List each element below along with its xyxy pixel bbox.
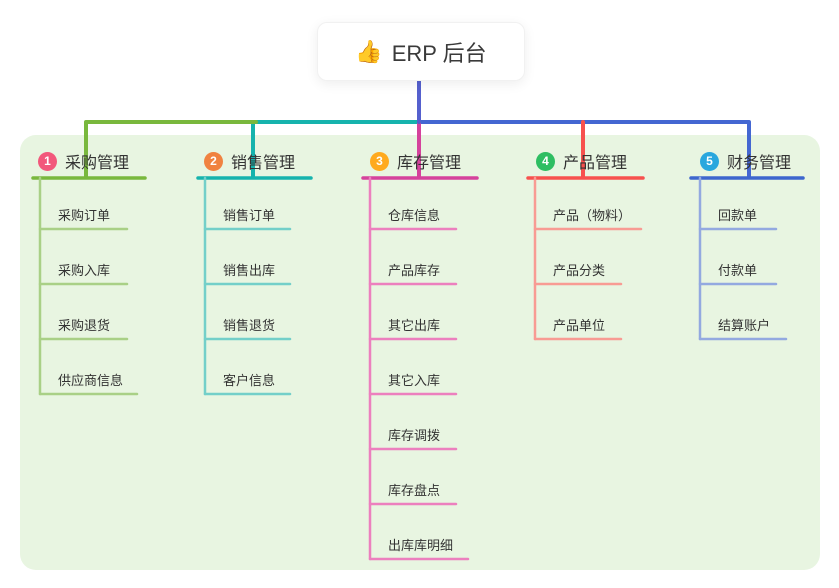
node-warehouse-info[interactable]: 仓库信息	[388, 208, 441, 223]
branch-purchase-badge: 1	[38, 151, 57, 171]
branch-product-title[interactable]: 4 产品管理	[536, 149, 627, 173]
node-receipt-doc[interactable]: 回款单	[718, 208, 758, 223]
node-purchase-return[interactable]: 采购退货	[58, 318, 111, 333]
branch-finance-label: 财务管理	[727, 155, 792, 172]
node-stock-transfer[interactable]: 库存调拨	[388, 428, 441, 443]
node-purchase-inbound[interactable]: 采购入库	[58, 263, 111, 278]
branch-product-badge: 4	[536, 151, 555, 171]
node-sales-order[interactable]: 销售订单	[223, 208, 276, 223]
node-purchase-order[interactable]: 采购订单	[58, 208, 111, 223]
node-payment-doc[interactable]: 付款单	[718, 263, 758, 278]
root-node[interactable]: 👍 ERP 后台	[317, 22, 525, 81]
branch-sales-badge: 2	[204, 151, 223, 171]
node-product-category[interactable]: 产品分类	[553, 263, 606, 278]
node-product-unit[interactable]: 产品单位	[553, 318, 606, 333]
branch-sales-title[interactable]: 2 销售管理	[204, 149, 295, 173]
branch-finance-badge: 5	[700, 151, 719, 171]
node-product-material[interactable]: 产品（物料）	[553, 208, 632, 223]
branch-product-label: 产品管理	[563, 155, 628, 172]
node-sales-outbound[interactable]: 销售出库	[223, 263, 276, 278]
branch-finance-title[interactable]: 5 财务管理	[700, 149, 791, 173]
node-supplier-info[interactable]: 供应商信息	[58, 373, 124, 388]
node-other-inbound[interactable]: 其它入库	[388, 373, 441, 388]
node-sales-return[interactable]: 销售退货	[223, 318, 276, 333]
thumbs-up-icon: 👍	[355, 38, 383, 64]
node-other-outbound[interactable]: 其它出库	[388, 318, 441, 333]
node-product-stock[interactable]: 产品库存	[388, 263, 441, 278]
branch-purchase-label: 采购管理	[65, 155, 130, 172]
branch-inventory-label: 库存管理	[397, 155, 462, 172]
node-stock-count[interactable]: 库存盘点	[388, 483, 441, 498]
branch-inventory-title[interactable]: 3 库存管理	[370, 149, 461, 173]
node-outbound-detail[interactable]: 出库库明细	[388, 538, 454, 553]
branch-sales-label: 销售管理	[231, 155, 296, 172]
branch-purchase-title[interactable]: 1 采购管理	[38, 149, 129, 173]
node-customer-info[interactable]: 客户信息	[223, 373, 276, 388]
root-label: ERP 后台	[391, 40, 487, 66]
diagram-background-panel	[20, 135, 820, 570]
node-settlement-account[interactable]: 结算账户	[718, 318, 771, 333]
branch-inventory-badge: 3	[370, 151, 389, 171]
